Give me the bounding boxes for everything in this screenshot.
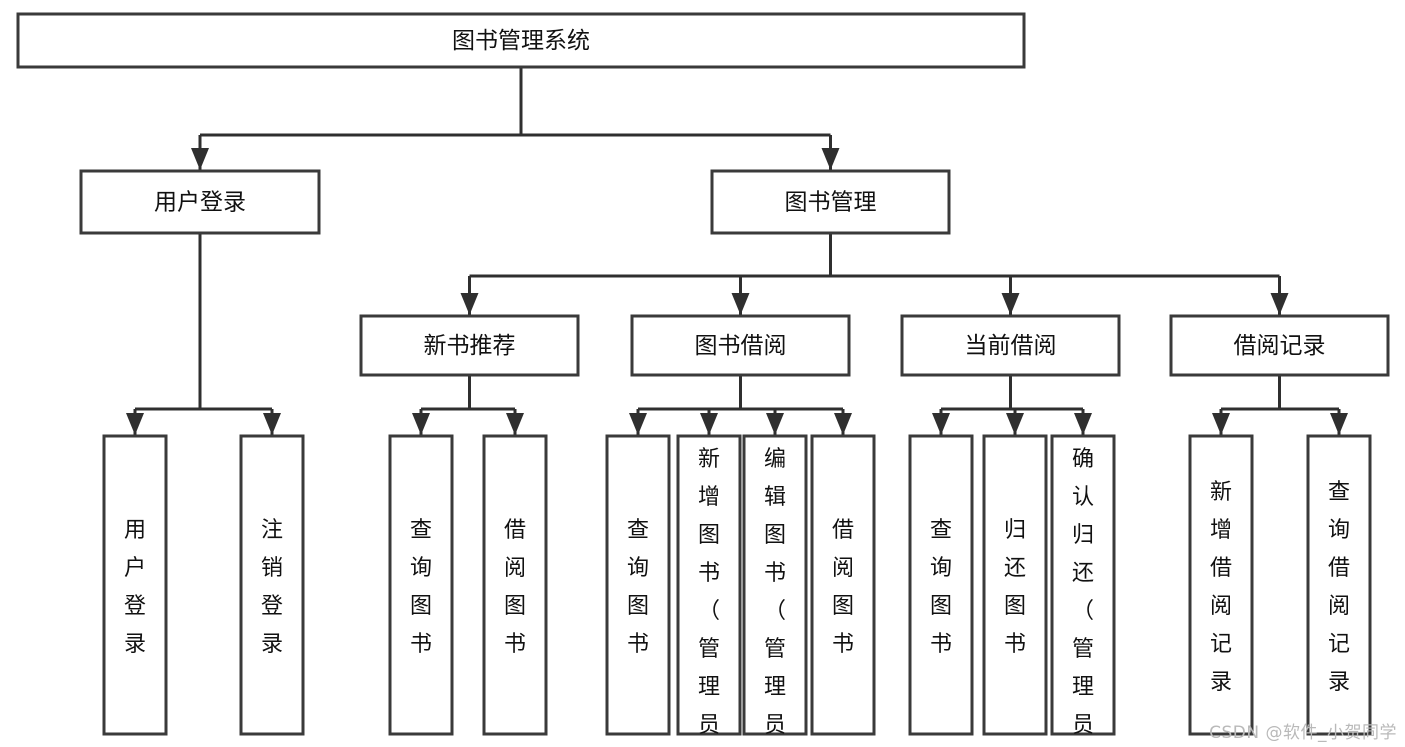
node-label-leaf-query-book-3: 查询图书 xyxy=(930,518,952,657)
node-label-leaf-user-login: 用户登录 xyxy=(124,518,146,657)
arrow-head-icon-leaf-logout xyxy=(263,413,281,435)
node-box-leaf-logout xyxy=(239,434,305,736)
arrow-head-icon-l3-new-book-rec xyxy=(460,293,479,315)
node-box-leaf-borrow-book-1 xyxy=(482,434,548,736)
node-user-login[interactable]: 用户登录 xyxy=(79,169,321,235)
node-leaf-borrow-book-1[interactable]: 借阅图书 xyxy=(482,434,548,736)
node-box-user-login xyxy=(79,169,321,235)
node-label-leaf-query-book-2: 查询图书 xyxy=(627,518,649,657)
node-label-root: 图书管理系统 xyxy=(452,28,590,54)
node-leaf-logout[interactable]: 注销登录 xyxy=(239,434,305,736)
node-label-leaf-borrow-book-2: 借阅图书 xyxy=(832,518,854,657)
node-leaf-query-record[interactable]: 查询借阅记录 xyxy=(1306,434,1372,736)
node-box-leaf-add-book-admin xyxy=(676,434,742,736)
node-box-root xyxy=(16,12,1026,69)
node-leaf-add-book-admin[interactable]: 新增图书（管理员） xyxy=(676,434,742,747)
node-current-borrow[interactable]: 当前借阅 xyxy=(900,314,1121,377)
node-leaf-query-book-2[interactable]: 查询图书 xyxy=(605,434,671,736)
node-leaf-query-book-1[interactable]: 查询图书 xyxy=(388,434,454,736)
arrow-head-icon-leaf-borrow-book-2 xyxy=(834,413,852,435)
watermark-text: CSDN @软件_小贺同学 xyxy=(1209,723,1397,743)
node-label-leaf-borrow-book-1: 借阅图书 xyxy=(504,518,526,657)
arrow-head-icon-leaf-edit-book-admin xyxy=(766,413,784,435)
node-leaf-return-book[interactable]: 归还图书 xyxy=(982,434,1048,736)
node-box-leaf-query-book-1 xyxy=(388,434,454,736)
node-box-borrow-record xyxy=(1169,314,1390,377)
node-box-leaf-query-book-3 xyxy=(908,434,974,736)
node-label-leaf-confirm-return: 确认归还（管理员） xyxy=(1072,447,1094,747)
arrow-head-icon-l3-borrow-record xyxy=(1270,293,1289,315)
node-label-book-manage: 图书管理 xyxy=(785,190,877,216)
node-box-leaf-borrow-book-2 xyxy=(810,434,876,736)
node-label-leaf-query-book-1: 查询图书 xyxy=(410,518,432,657)
node-box-leaf-user-login xyxy=(102,434,168,736)
node-book-manage[interactable]: 图书管理 xyxy=(710,169,951,235)
node-root[interactable]: 图书管理系统 xyxy=(16,12,1026,69)
arrow-head-icon-leaf-add-book-admin xyxy=(700,413,718,435)
node-box-new-book-rec xyxy=(359,314,580,377)
node-box-leaf-return-book xyxy=(982,434,1048,736)
node-label-book-borrow: 图书借阅 xyxy=(695,333,787,359)
arrow-head-icon-leaf-borrow-book-1 xyxy=(506,413,524,435)
node-label-leaf-return-book: 归还图书 xyxy=(1004,518,1026,657)
node-book-borrow[interactable]: 图书借阅 xyxy=(630,314,851,377)
arrow-head-icon-leaf-query-record xyxy=(1330,413,1348,435)
arrow-head-icon-leaf-query-book-1 xyxy=(412,413,430,435)
arrow-head-icon-l2-book-manage xyxy=(821,148,840,170)
node-leaf-add-record[interactable]: 新增借阅记录 xyxy=(1188,434,1254,736)
node-label-user-login: 用户登录 xyxy=(154,190,246,216)
arrow-head-icon-leaf-return-book xyxy=(1006,413,1024,435)
node-label-leaf-add-book-admin: 新增图书（管理员） xyxy=(698,447,720,747)
node-boxes: 图书管理系统用户登录图书管理新书推荐图书借阅当前借阅借阅记录用户登录注销登录查询… xyxy=(16,12,1390,747)
node-box-current-borrow xyxy=(900,314,1121,377)
node-new-book-rec[interactable]: 新书推荐 xyxy=(359,314,580,377)
arrow-head-icon-leaf-add-record xyxy=(1212,413,1230,435)
node-leaf-user-login[interactable]: 用户登录 xyxy=(102,434,168,736)
node-box-book-borrow xyxy=(630,314,851,377)
node-box-leaf-query-book-2 xyxy=(605,434,671,736)
arrow-head-icon-leaf-user-login xyxy=(126,413,144,435)
arrow-head-icon-leaf-query-book-3 xyxy=(932,413,950,435)
connector-lines xyxy=(126,67,1348,435)
node-label-borrow-record: 借阅记录 xyxy=(1234,333,1326,359)
arrow-head-icon-leaf-confirm-return xyxy=(1074,413,1092,435)
node-box-leaf-confirm-return xyxy=(1050,434,1116,736)
node-leaf-query-book-3[interactable]: 查询图书 xyxy=(908,434,974,736)
node-label-leaf-logout: 注销登录 xyxy=(261,518,283,657)
arrow-head-icon-l2-user-login xyxy=(191,148,209,170)
arrow-head-icon-l3-current-borrow xyxy=(1001,293,1020,315)
node-leaf-edit-book-admin[interactable]: 编辑图书（管理员） xyxy=(742,434,808,747)
node-leaf-borrow-book-2[interactable]: 借阅图书 xyxy=(810,434,876,736)
node-label-leaf-query-record: 查询借阅记录 xyxy=(1328,480,1350,695)
node-box-book-manage xyxy=(710,169,951,235)
node-box-leaf-add-record xyxy=(1188,434,1254,736)
node-label-leaf-add-record: 新增借阅记录 xyxy=(1210,480,1232,695)
node-box-leaf-query-record xyxy=(1306,434,1372,736)
node-leaf-confirm-return[interactable]: 确认归还（管理员） xyxy=(1050,434,1116,747)
arrow-head-icon-l3-book-borrow xyxy=(731,293,750,315)
node-box-leaf-edit-book-admin xyxy=(742,434,808,736)
arrow-head-icon-leaf-query-book-2 xyxy=(629,413,647,435)
node-borrow-record[interactable]: 借阅记录 xyxy=(1169,314,1390,377)
node-label-new-book-rec: 新书推荐 xyxy=(424,333,516,359)
node-label-leaf-edit-book-admin: 编辑图书（管理员） xyxy=(764,447,786,747)
node-label-current-borrow: 当前借阅 xyxy=(965,333,1057,359)
